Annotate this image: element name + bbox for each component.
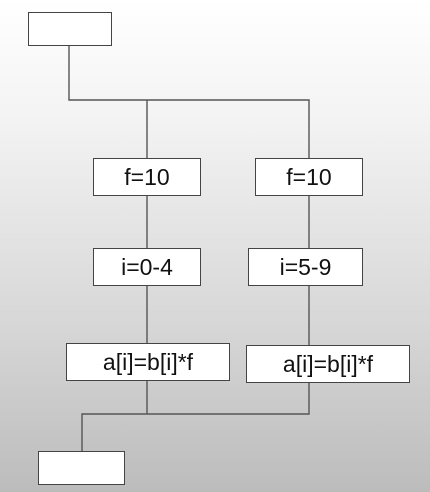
right-range-node: i=5-9 — [248, 248, 363, 286]
connector-lines — [68, 46, 310, 451]
connector-fork — [68, 46, 310, 158]
end-node — [38, 451, 125, 485]
right-compute-node: a[i]=b[i]*f — [246, 345, 410, 383]
left-init-node: f=10 — [93, 158, 201, 196]
left-compute-node: a[i]=b[i]*f — [66, 343, 230, 381]
left-range-node: i=0-4 — [93, 248, 201, 286]
right-init-node: f=10 — [255, 158, 363, 196]
connector-join — [81, 383, 310, 451]
start-node — [28, 12, 112, 46]
